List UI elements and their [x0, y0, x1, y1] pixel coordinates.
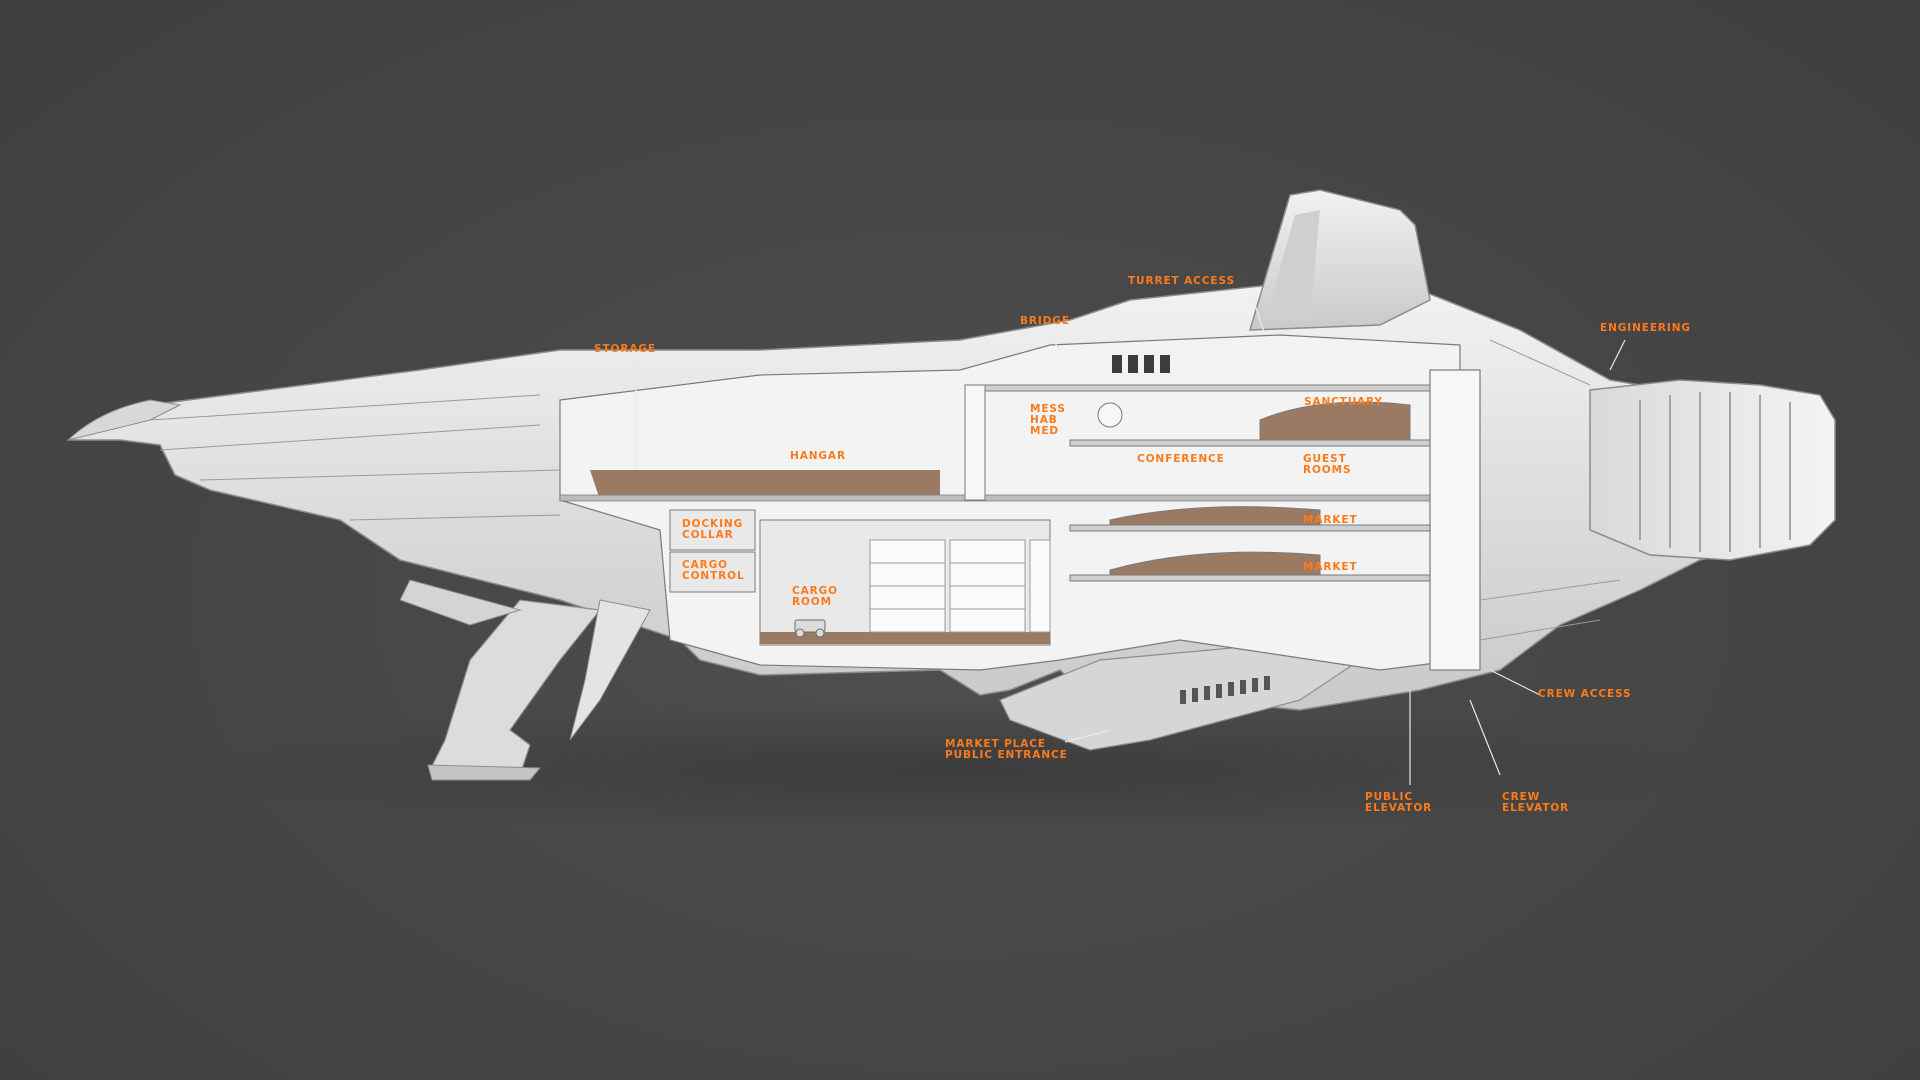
label-engineering: ENGINEERING: [1600, 322, 1691, 334]
bridge-bulkhead: [964, 384, 986, 501]
label-cargo-control-1: CARGO: [682, 559, 728, 571]
deck-line-main: [559, 494, 1461, 502]
label-guest-rooms-1: GUEST: [1303, 453, 1347, 465]
label-market-place-1: MARKET PLACE: [945, 738, 1046, 750]
label-crew-elevator-2: ELEVATOR: [1502, 802, 1569, 814]
label-crew-elevator-1: CREW: [1502, 791, 1540, 803]
nose-blade: [66, 399, 182, 441]
engine-block: [1589, 379, 1836, 561]
label-public-elevator-1: PUBLIC: [1365, 791, 1413, 803]
engine-rings: [1639, 392, 1791, 552]
label-market-lower: MARKET: [1303, 561, 1358, 573]
label-docking-collar-1: DOCKING: [682, 518, 743, 530]
label-crew-access: CREW ACCESS: [1538, 688, 1631, 700]
ramp-steps: [1180, 676, 1270, 704]
dorsal-fin-panel: [1265, 210, 1320, 320]
cargo-rover: [794, 619, 826, 638]
cargo-floor: [760, 632, 1050, 644]
ventral-fin: [569, 599, 651, 741]
label-market-place-2: PUBLIC ENTRANCE: [945, 749, 1068, 761]
label-cargo-control-2: CONTROL: [682, 570, 745, 582]
docking-room: [669, 509, 756, 551]
label-turret-access: TURRET ACCESS: [1128, 275, 1235, 287]
label-docking-collar-2: COLLAR: [682, 529, 734, 541]
upper-decks: [969, 384, 1441, 582]
label-hab: HAB: [1030, 414, 1058, 426]
label-cargo-room-1: CARGO: [792, 585, 838, 597]
med-dome: [1097, 402, 1123, 428]
label-storage: STORAGE: [594, 343, 656, 355]
label-hangar: HANGAR: [790, 450, 846, 462]
label-med: MED: [1030, 425, 1059, 437]
bridge-windows: [1112, 355, 1170, 373]
landing-gear-strut: [429, 599, 602, 776]
labels: STORAGE BRIDGE TURRET ACCESS ENGINEERING…: [594, 275, 1691, 814]
label-sanctuary: SANCTUARY: [1304, 396, 1383, 408]
hull-panel-lines: [149, 339, 1621, 641]
label-bridge: BRIDGE: [1020, 315, 1070, 327]
ground-shadow: [200, 700, 1720, 840]
landing-gear-foot: [427, 764, 542, 781]
label-conference: CONFERENCE: [1137, 453, 1225, 465]
leader-lines: [635, 289, 1626, 785]
label-guest-rooms-2: ROOMS: [1303, 464, 1351, 476]
label-public-elevator-2: ELEVATOR: [1365, 802, 1432, 814]
cargo-crates: [869, 539, 1051, 633]
ventral-wing: [399, 579, 522, 626]
label-mess: MESS: [1030, 403, 1066, 415]
cargo-control-room: [669, 551, 756, 593]
hangar-floor: [590, 470, 940, 500]
elevator-shaft: [1429, 369, 1481, 671]
ship: [66, 189, 1836, 781]
label-cargo-room-2: ROOM: [792, 596, 832, 608]
label-market-upper: MARKET: [1303, 514, 1358, 526]
